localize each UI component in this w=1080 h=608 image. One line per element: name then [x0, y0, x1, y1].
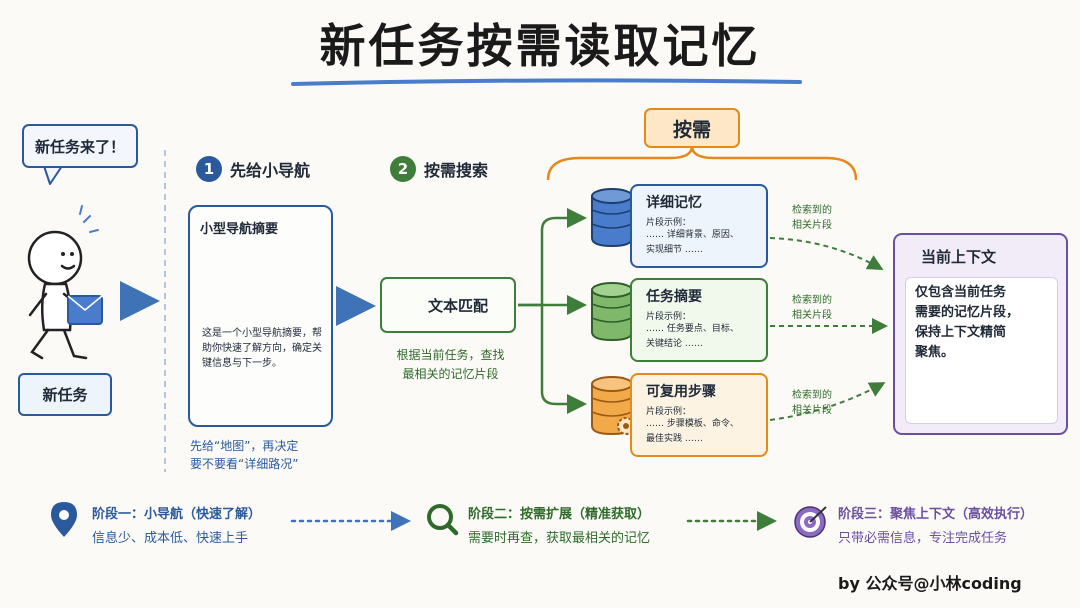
memory-card-body: …… 详细背景、原因、 实现细节 …… [646, 228, 756, 258]
retrieved-line1: 检索到的 [792, 205, 832, 216]
text-match-caption-line1: 根据当前任务，查找 [396, 348, 505, 362]
dash-detail-to-context [769, 237, 884, 270]
memory-card-title: 任务摘要 [646, 289, 702, 305]
retrieved-label-3: 检索到的 相关片段 [782, 388, 842, 418]
step2-header: 2 按需搜索 [390, 156, 488, 182]
memory-card-subtitle: 片段示例： [646, 218, 692, 228]
nav-caption-line1: 先给“地图”，再决定 [190, 439, 299, 453]
context-line4: 聚焦。 [915, 345, 955, 360]
phase1-desc: 信息少、成本低、快速上手 [92, 531, 249, 546]
connector-match-to-detail [518, 208, 587, 307]
current-context-card: 当前上下文 仅包含当前任务 需要的记忆片段， 保持上下文精简 聚焦。 [893, 233, 1068, 435]
phase2-title: 阶段二：按需扩展（精准获取） [468, 507, 651, 522]
step2-label: 按需搜索 [424, 161, 489, 180]
memory-card-line1: …… 步骤模板、命令、 [646, 419, 739, 429]
phase2-search-icon [427, 504, 459, 536]
phase3-legend: 阶段三：聚焦上下文（高效执行） 只带必需信息，专注完成任务 [838, 503, 1033, 546]
context-body: 仅包含当前任务 需要的记忆片段， 保持上下文精简 聚焦。 [915, 283, 1035, 363]
task-card-icon [67, 295, 103, 325]
bubble-tail [43, 165, 63, 185]
nav-summary-card: 小型导航摘要 这是一个小型导航摘要，帮助你快速了解方向，确定关键信息与下一步。 [188, 205, 333, 427]
database-icon-detail [591, 188, 633, 248]
context-line3: 保持上下文精简 [915, 325, 1007, 340]
phase3-title: 阶段三：聚焦上下文（高效执行） [838, 507, 1034, 522]
nav-card-title: 小型导航摘要 [200, 222, 279, 237]
memory-card-line2: 实现细节 …… [646, 245, 703, 255]
new-task-bubble: 新任务来了！ [22, 124, 138, 168]
text-match-caption-line2: 最相关的记忆片段 [402, 367, 499, 381]
text-match-box: 文本匹配 [380, 277, 516, 333]
phase1-legend: 阶段一：小导航（快速了解） 信息少、成本低、快速上手 [92, 503, 261, 546]
text-match-label: 文本匹配 [428, 297, 489, 315]
new-task-box: 新任务 [18, 373, 112, 416]
retrieved-line2: 相关片段 [792, 220, 832, 231]
memory-card-line2: 关键结论 …… [646, 339, 703, 349]
memory-card-title: 详细记忆 [646, 195, 702, 211]
phase1-title: 阶段一：小导航（快速了解） [92, 507, 262, 522]
step1-header: 1 先给小导航 [196, 156, 310, 182]
retrieved-label-2: 检索到的 相关片段 [782, 293, 842, 323]
author-credit: by 公众号@小林coding [838, 574, 1022, 593]
context-line1: 仅包含当前任务 [915, 285, 1007, 300]
page-title: 新任务按需读取记忆 [319, 19, 761, 73]
memory-card-title: 可复用步骤 [646, 384, 716, 400]
context-line2: 需要的记忆片段， [915, 305, 1020, 320]
phase1-pin-icon [51, 502, 77, 537]
memory-card-body: …… 步骤模板、命令、 最佳实践 …… [646, 417, 756, 447]
memory-card-line2: 最佳实践 …… [646, 434, 703, 444]
on-demand-tag: 按需 [644, 108, 740, 148]
phase2-desc: 需要时再查，获取最相关的记忆 [468, 531, 651, 546]
step1-label: 先给小导航 [230, 161, 311, 180]
memory-card-steps: 可复用步骤 片段示例： …… 步骤模板、命令、 最佳实践 …… [630, 373, 768, 457]
memory-card-subtitle: 片段示例： [646, 407, 692, 417]
on-demand-brace [546, 145, 858, 181]
retrieved-line2: 相关片段 [792, 405, 832, 416]
memory-card-detail: 详细记忆 片段示例： …… 详细背景、原因、 实现细节 …… [630, 184, 768, 268]
step1-number: 1 [196, 156, 222, 182]
nav-card-description: 这是一个小型导航摘要，帮助你快速了解方向，确定关键信息与下一步。 [202, 328, 322, 369]
text-match-caption: 根据当前任务，查找 最相关的记忆片段 [378, 346, 523, 384]
dash-steps-to-context [769, 382, 886, 421]
nav-caption-line2: 要不要看“详细路况” [190, 457, 299, 471]
context-title: 当前上下文 [921, 248, 997, 266]
phase3-target-icon [794, 506, 827, 538]
memory-card-line1: …… 任务要点、目标、 [646, 324, 739, 334]
title-underline [291, 78, 802, 86]
step2-number: 2 [390, 156, 416, 182]
context-inner-panel [905, 277, 1058, 424]
phase2-legend: 阶段二：按需扩展（精准获取） 需要时再查，获取最相关的记忆 [468, 503, 650, 546]
memory-card-line1: …… 详细背景、原因、 [646, 230, 739, 240]
database-icon-summary [591, 282, 633, 342]
retrieved-label-1: 检索到的 相关片段 [782, 203, 842, 233]
retrieved-line2: 相关片段 [792, 310, 832, 321]
phase3-desc: 只带必需信息，专注完成任务 [838, 531, 1008, 546]
memory-card-body: …… 任务要点、目标、 关键结论 …… [646, 322, 756, 352]
memory-card-summary: 任务摘要 片段示例： …… 任务要点、目标、 关键结论 …… [630, 278, 768, 362]
nav-caption: 先给“地图”，再决定 要不要看“详细路况” [190, 437, 350, 473]
retrieved-line1: 检索到的 [792, 390, 832, 401]
connector-match-to-steps [540, 305, 587, 414]
retrieved-line1: 检索到的 [792, 295, 832, 306]
memory-card-subtitle: 片段示例： [646, 312, 692, 322]
